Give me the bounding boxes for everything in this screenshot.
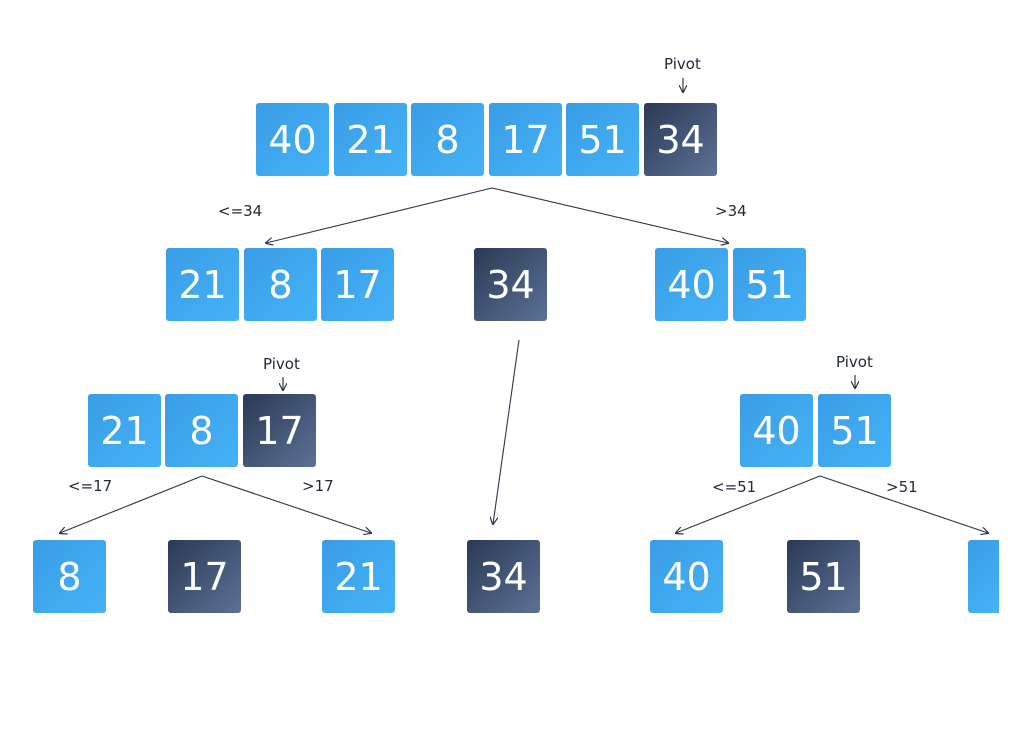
pivot-cell: 34 — [474, 248, 547, 321]
pivot-cell: 17 — [168, 540, 241, 613]
array-cell: 17 — [489, 103, 562, 176]
array-cell: 21 — [322, 540, 395, 613]
pivot-label: Pivot — [836, 353, 873, 371]
pivot-label: Pivot — [664, 55, 701, 73]
array-cell: 8 — [244, 248, 317, 321]
pivot-cell: 34 — [467, 540, 540, 613]
pivot-label: Pivot — [263, 355, 300, 373]
split-arrow — [491, 187, 728, 243]
empty-array-cell — [968, 540, 999, 613]
array-cell: 8 — [33, 540, 106, 613]
split-arrow — [819, 475, 988, 533]
array-cell: 21 — [334, 103, 407, 176]
split-arrow — [60, 475, 203, 533]
gt-51-label: >51 — [886, 478, 918, 496]
le-17-label: <=17 — [68, 477, 113, 495]
array-cell: 40 — [650, 540, 723, 613]
pivot-carry-arrow — [493, 339, 520, 524]
gt-17-label: >17 — [302, 477, 334, 495]
le-51-label: <=51 — [712, 478, 757, 496]
le-34-label: <=34 — [218, 202, 263, 220]
pivot-cell: 17 — [243, 394, 316, 467]
array-cell: 40 — [256, 103, 329, 176]
pivot-cell: 34 — [644, 103, 717, 176]
gt-34-label: >34 — [715, 202, 747, 220]
array-cell: 8 — [411, 103, 484, 176]
array-cell: 51 — [566, 103, 639, 176]
array-cell: 40 — [655, 248, 728, 321]
pivot-cell: 51 — [787, 540, 860, 613]
array-cell: 17 — [321, 248, 394, 321]
split-arrow — [676, 475, 821, 533]
split-arrow — [266, 187, 493, 243]
array-cell: 8 — [165, 394, 238, 467]
split-arrow — [201, 475, 371, 533]
array-cell: 21 — [88, 394, 161, 467]
array-cell: 51 — [733, 248, 806, 321]
array-cell: 21 — [166, 248, 239, 321]
array-cell: 40 — [740, 394, 813, 467]
array-cell: 51 — [818, 394, 891, 467]
